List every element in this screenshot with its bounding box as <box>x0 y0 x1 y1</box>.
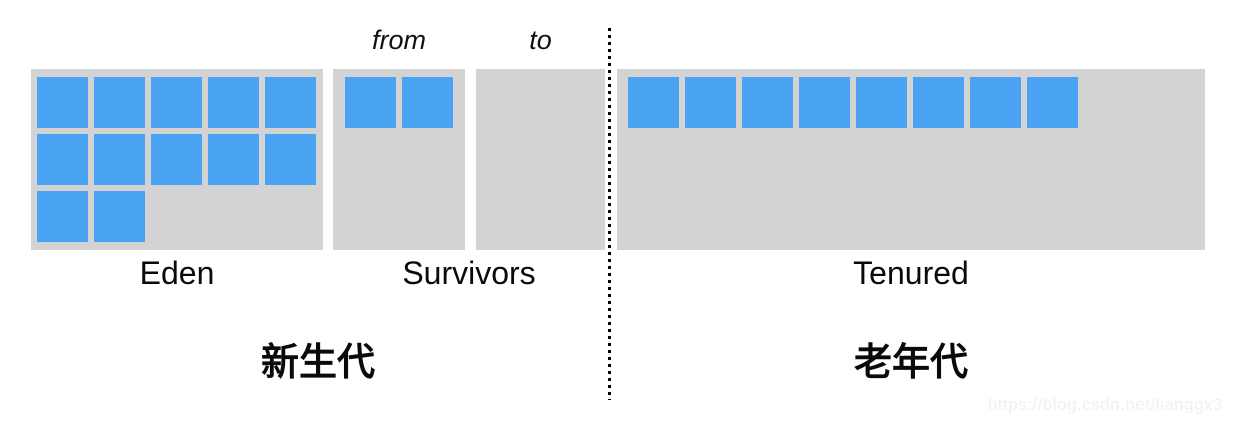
survivors-caption: Survivors <box>402 255 536 291</box>
eden-region <box>31 69 323 250</box>
object-block <box>208 77 259 128</box>
object-block <box>37 134 88 185</box>
object-block <box>37 191 88 242</box>
object-block <box>856 77 907 128</box>
object-block <box>94 77 145 128</box>
eden-caption: Eden <box>139 255 215 291</box>
object-block <box>970 77 1021 128</box>
object-block <box>685 77 736 128</box>
object-block <box>345 77 396 128</box>
object-block <box>265 134 316 185</box>
old-generation-label: 老年代 <box>853 342 968 384</box>
survivor-from-region <box>333 69 465 250</box>
object-block <box>208 134 259 185</box>
tenured-region <box>617 69 1205 250</box>
object-block <box>265 77 316 128</box>
object-block <box>742 77 793 128</box>
survivor-to-label: to <box>529 25 552 55</box>
object-block <box>628 77 679 128</box>
object-block <box>151 134 202 185</box>
generation-divider-dotted-line <box>608 28 611 400</box>
young-generation-label: 新生代 <box>260 342 375 384</box>
object-block <box>799 77 850 128</box>
object-block <box>151 77 202 128</box>
watermark-url: https://blog.csdn.net/lianggx3 <box>987 395 1223 414</box>
survivor-to-region <box>476 69 605 250</box>
object-block <box>37 77 88 128</box>
survivor-from-label: from <box>372 25 426 55</box>
tenured-caption: Tenured <box>853 255 969 291</box>
object-block <box>913 77 964 128</box>
object-block <box>94 191 145 242</box>
object-block <box>94 134 145 185</box>
object-block <box>1027 77 1078 128</box>
object-block <box>402 77 453 128</box>
